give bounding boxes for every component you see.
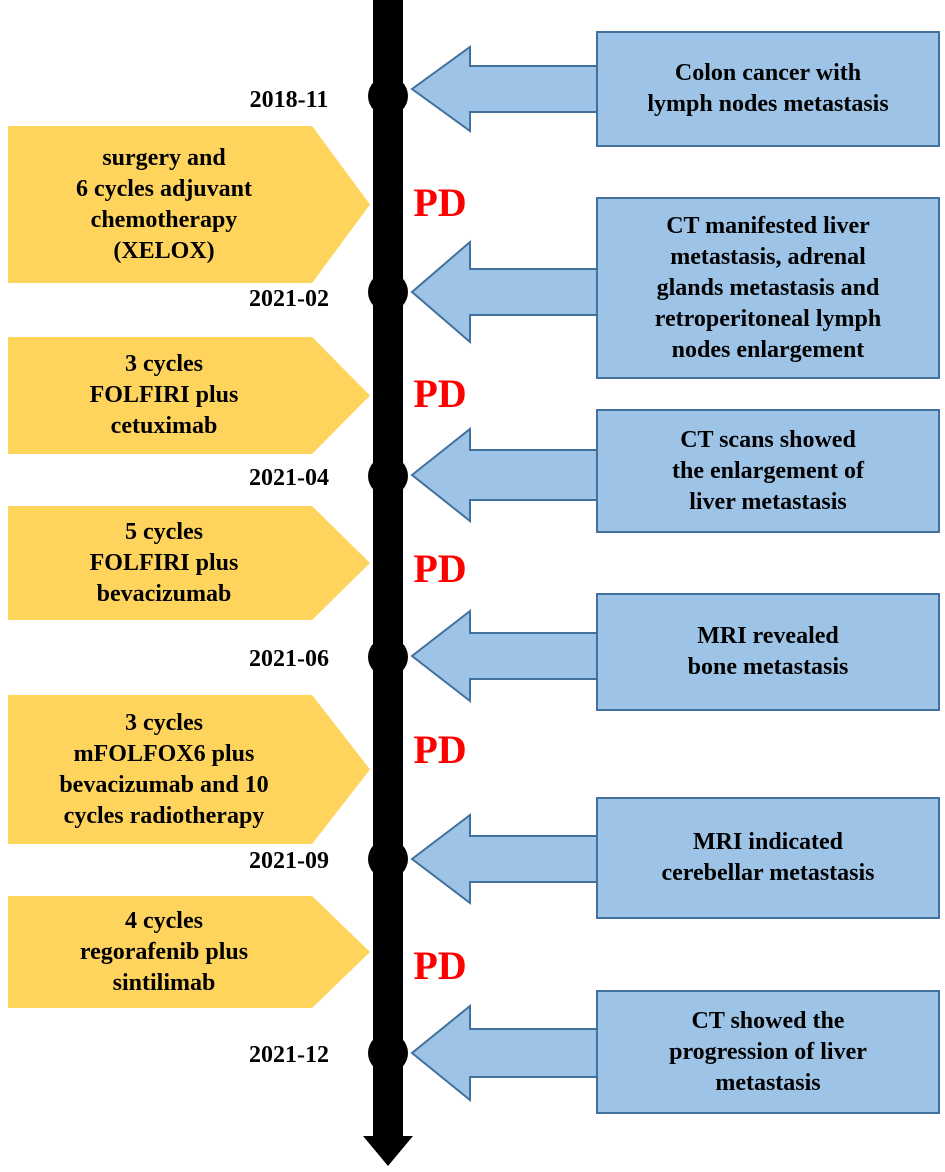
event-callout: CT scans showed the enlargement of liver… (410, 409, 940, 533)
event-callout: CT manifested liver metastasis, adrenal … (410, 197, 940, 379)
date-label: 2021-06 (249, 646, 329, 672)
event-callout: MRI indicated cerebellar metastasis (410, 797, 940, 919)
treatment-text: 4 cycles regorafenib plus sintilimab (79, 907, 249, 996)
pd-label: PD (413, 727, 467, 772)
event-text: CT showed the progression of liver metas… (669, 1007, 867, 1096)
pd-label: PD (413, 371, 467, 416)
left-arrow-icon (410, 812, 601, 906)
treatment-arrow: 3 cycles mFOLFOX6 plus bevacizumab and 1… (8, 695, 370, 844)
treatment-arrow: 4 cycles regorafenib plus sintilimab (8, 896, 370, 1008)
timeline-axis (373, 0, 403, 1140)
left-arrow-icon (410, 1003, 601, 1103)
treatment-text: surgery and 6 cycles adjuvant chemothera… (76, 144, 252, 264)
left-arrow-icon (410, 45, 601, 133)
event-text: MRI revealed bone metastasis (687, 623, 849, 680)
event-text: Colon cancer with lymph nodes metastasis (647, 60, 889, 117)
treatment-arrow: 3 cycles FOLFIRI plus cetuximab (8, 337, 370, 454)
treatment-text: 5 cycles FOLFIRI plus bevacizumab (89, 518, 239, 607)
timeline-node (368, 272, 408, 312)
timeline-node (368, 456, 408, 496)
treatment-text: 3 cycles mFOLFOX6 plus bevacizumab and 1… (59, 709, 269, 829)
date-label: 2021-12 (249, 1042, 329, 1068)
left-arrow-icon (410, 426, 601, 524)
pd-label: PD (413, 180, 467, 225)
date-label: 2021-04 (249, 465, 329, 491)
date-label: 2021-02 (249, 286, 329, 312)
event-callout: CT showed the progression of liver metas… (410, 990, 940, 1114)
pd-label: PD (413, 943, 467, 988)
treatment-arrow: 5 cycles FOLFIRI plus bevacizumab (8, 506, 370, 620)
timeline-arrowhead (363, 1136, 413, 1166)
event-callout: MRI revealed bone metastasis (410, 593, 940, 711)
pd-label: PD (413, 546, 467, 591)
left-arrow-icon (410, 608, 601, 704)
event-text: MRI indicated cerebellar metastasis (661, 829, 875, 886)
left-arrow-icon (410, 239, 601, 345)
timeline-node (368, 1033, 408, 1073)
timeline-node (368, 76, 408, 116)
date-label: 2021-09 (249, 848, 329, 874)
event-callout: Colon cancer with lymph nodes metastasis (410, 31, 940, 147)
event-text: CT scans showed the enlargement of liver… (672, 426, 864, 515)
treatment-text: 3 cycles FOLFIRI plus cetuximab (89, 351, 239, 439)
event-text: CT manifested liver metastasis, adrenal … (654, 212, 882, 363)
treatment-arrow: surgery and 6 cycles adjuvant chemothera… (8, 126, 370, 283)
date-label: 2018-11 (249, 87, 329, 113)
timeline-node (368, 637, 408, 677)
timeline-node (368, 839, 408, 879)
